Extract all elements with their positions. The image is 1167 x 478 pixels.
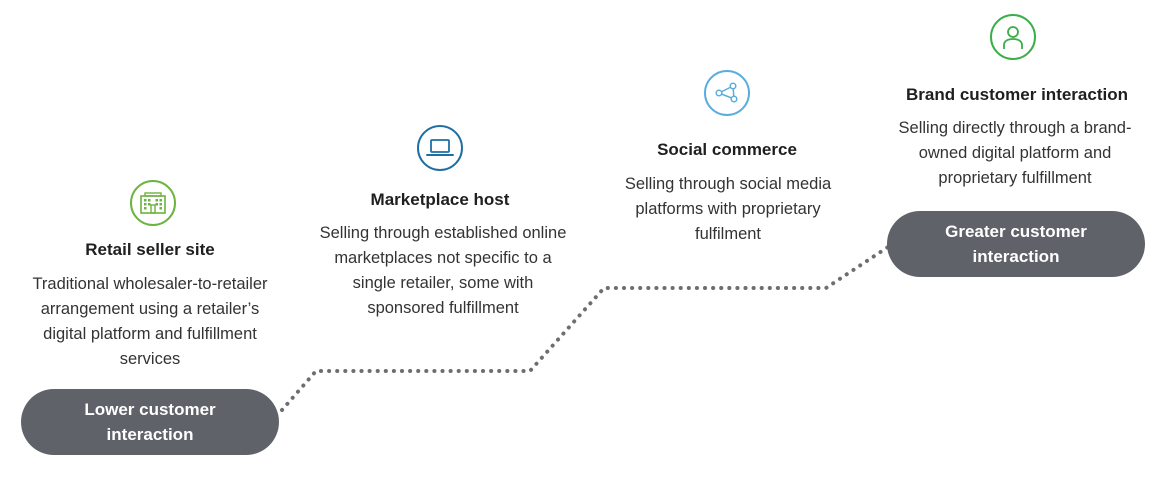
laptop-icon (417, 125, 463, 171)
stage-title-retail-seller-site: Retail seller site (85, 240, 215, 259)
stage-title-brand-customer-interaction: Brand customer interaction (906, 85, 1128, 104)
stage-description-retail-seller-site: Traditional wholesaler-to-retailer arran… (32, 275, 268, 368)
stage-title-social-commerce: Social commerce (657, 140, 797, 159)
lower-interaction-pill: Lower customer interaction (21, 389, 279, 455)
building-icon (130, 180, 176, 226)
greater-interaction-label: Greater customer interaction (945, 222, 1087, 266)
share-network-icon (704, 70, 750, 116)
stage-description-social-commerce: Selling through social media platforms w… (624, 175, 832, 243)
person-icon (990, 14, 1036, 60)
stage-title-marketplace-host: Marketplace host (370, 190, 510, 209)
lower-interaction-label: Lower customer interaction (84, 400, 216, 444)
stage-description-marketplace-host: Selling through established online marke… (319, 224, 567, 317)
greater-interaction-pill: Greater customer interaction (887, 211, 1145, 277)
stage-description-brand-customer-interaction: Selling directly through a brand-owned d… (898, 119, 1132, 187)
